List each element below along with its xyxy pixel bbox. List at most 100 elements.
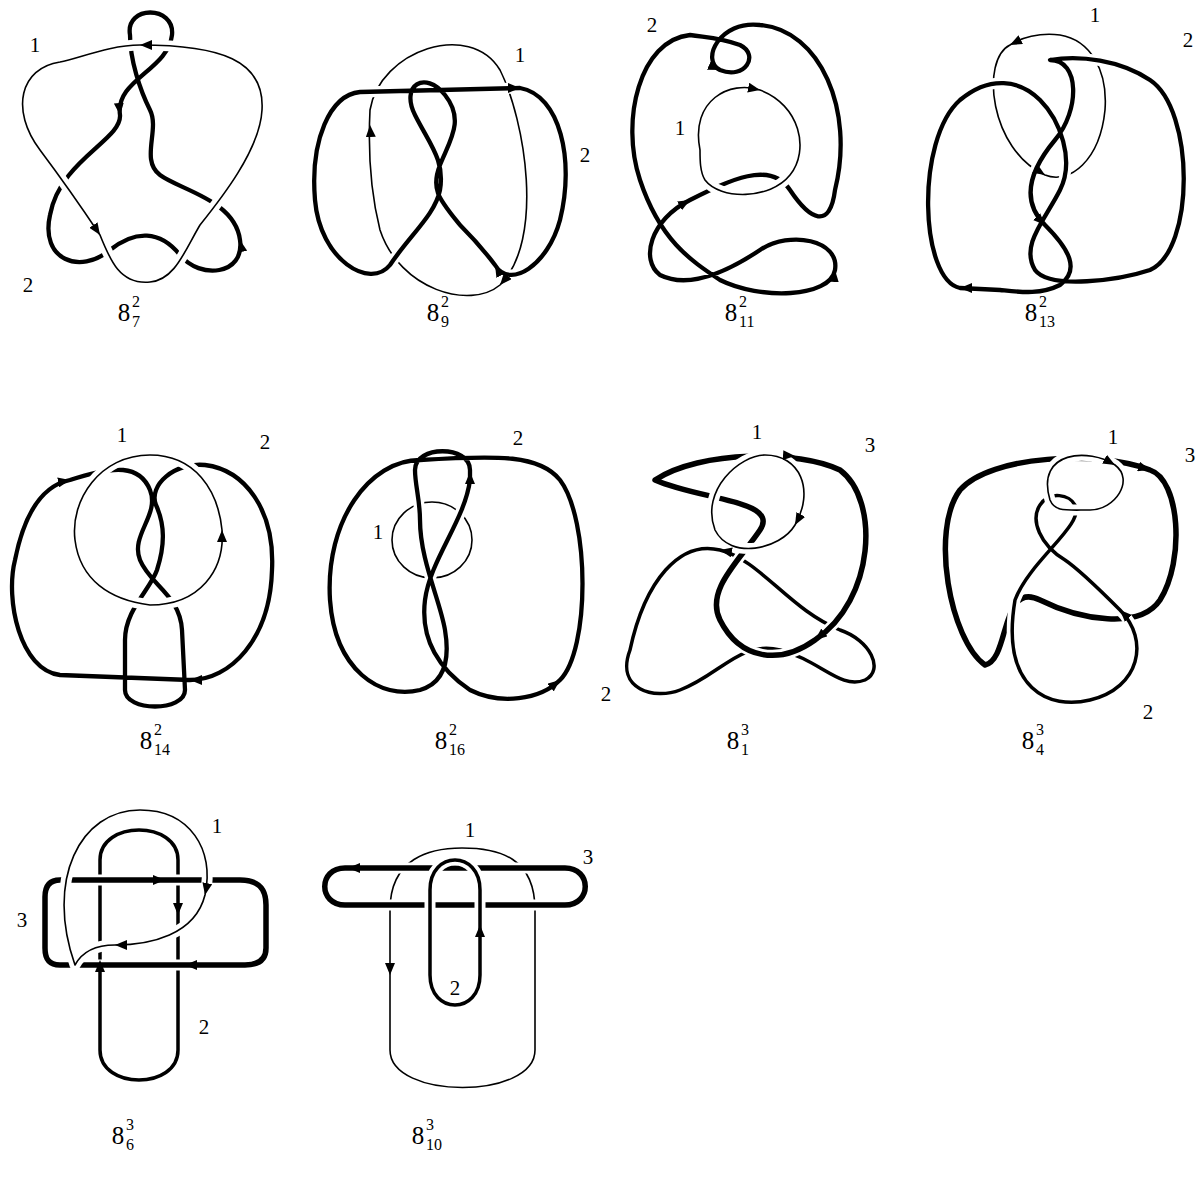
link-superscript: 2 — [154, 722, 162, 738]
arrowhead — [480, 925, 481, 940]
component-number: 2 — [199, 1017, 210, 1038]
arrowhead — [470, 472, 471, 485]
component-number: 3 — [865, 435, 876, 456]
arrowhead — [1010, 40, 1020, 45]
component-number: 1 — [675, 118, 686, 139]
link-name: 8 — [412, 1123, 425, 1148]
thin-strand — [74, 455, 222, 605]
strand-halo — [698, 88, 800, 195]
orientation-arrows — [60, 40, 1150, 975]
thin-strand — [64, 810, 207, 965]
component-number: 1 — [515, 45, 526, 66]
arrowhead — [92, 223, 100, 235]
link-name: 8 — [140, 728, 153, 753]
link-8-2-9 — [314, 45, 565, 296]
strand-halo — [100, 830, 178, 1080]
arrowhead — [780, 455, 795, 456]
link-8-2-13 — [928, 34, 1184, 292]
link-8-3-4 — [945, 455, 1176, 702]
strand-halo — [330, 451, 583, 698]
link-name: 8 — [1025, 300, 1038, 325]
link-subscript: 13 — [1039, 314, 1055, 330]
link-subscript: 7 — [132, 314, 140, 330]
link-name: 8 — [112, 1123, 125, 1148]
component-number: 1 — [1108, 427, 1119, 448]
arrowhead — [834, 270, 835, 280]
strand-halo — [12, 465, 272, 707]
strand-halo — [655, 456, 866, 655]
component-number: 2 — [513, 428, 524, 449]
thin-strand — [712, 455, 804, 549]
arrowhead — [150, 880, 165, 881]
component-number: 2 — [601, 684, 612, 705]
component-number: 3 — [1185, 445, 1196, 466]
component-number: 1 — [117, 425, 128, 446]
component-number: 2 — [580, 145, 591, 166]
thick-strand — [655, 456, 866, 655]
link-superscript: 2 — [449, 722, 457, 738]
arrowhead — [505, 88, 520, 89]
thick-strand — [928, 58, 1184, 292]
arrowhead — [60, 480, 70, 482]
component-number: 1 — [212, 816, 223, 837]
link-subscript: 4 — [1036, 742, 1044, 758]
arrowhead — [370, 125, 371, 140]
arrowhead — [348, 868, 360, 869]
link-subscript: 14 — [154, 742, 170, 758]
strand-halo — [1047, 455, 1123, 510]
link-subscript: 16 — [449, 742, 465, 758]
strand-halo — [928, 58, 1184, 292]
thin-strand — [23, 45, 263, 282]
arrowhead — [1140, 467, 1150, 470]
thin-strand — [698, 88, 800, 195]
strand-halo — [23, 45, 263, 282]
thin-strand — [1047, 455, 1123, 510]
component-number: 2 — [450, 978, 461, 999]
strand-halo — [64, 810, 207, 965]
arrowhead — [1038, 218, 1045, 225]
component-number: 2 — [23, 275, 34, 296]
link-superscript: 3 — [1036, 722, 1044, 738]
link-name: 8 — [427, 300, 440, 325]
arrowhead — [140, 45, 150, 46]
component-number: 1 — [373, 522, 384, 543]
link-8-2-7 — [23, 13, 263, 283]
component-number: 2 — [1183, 30, 1194, 51]
link-superscript: 2 — [132, 294, 140, 310]
arrowhead — [222, 530, 223, 540]
strand-halo — [74, 455, 222, 605]
medium-strand — [430, 860, 480, 1005]
link-name: 8 — [727, 728, 740, 753]
thick-strand — [314, 82, 565, 275]
link-name: 8 — [1022, 728, 1035, 753]
arrowhead — [795, 516, 800, 525]
arrowhead — [495, 265, 500, 274]
arrowhead — [1106, 460, 1115, 465]
link-8-2-11 — [632, 25, 840, 294]
strand-halo — [314, 82, 565, 275]
medium-strand — [100, 830, 178, 1080]
thick-strand — [330, 451, 583, 698]
component-number: 2 — [260, 432, 271, 453]
component-number: 2 — [647, 15, 658, 36]
link-subscript: 10 — [426, 1137, 442, 1153]
arrowhead — [550, 680, 560, 688]
arrowhead — [720, 550, 730, 552]
link-name: 8 — [725, 300, 738, 325]
component-number: 1 — [30, 35, 41, 56]
component-number: 2 — [1143, 702, 1154, 723]
thick-strand — [12, 465, 272, 707]
strand-halo — [1012, 496, 1137, 703]
arrowhead — [750, 88, 760, 90]
link-subscript: 1 — [741, 742, 749, 758]
strand-halo — [325, 868, 586, 905]
strand-halo — [632, 25, 840, 294]
arrowhead — [240, 240, 242, 250]
link-8-3-6 — [45, 810, 266, 1080]
link-8-3-10 — [325, 848, 586, 1088]
link-superscript: 3 — [741, 722, 749, 738]
arrowhead — [1120, 610, 1127, 617]
thick-strand — [632, 25, 840, 294]
arrowhead — [681, 200, 690, 205]
